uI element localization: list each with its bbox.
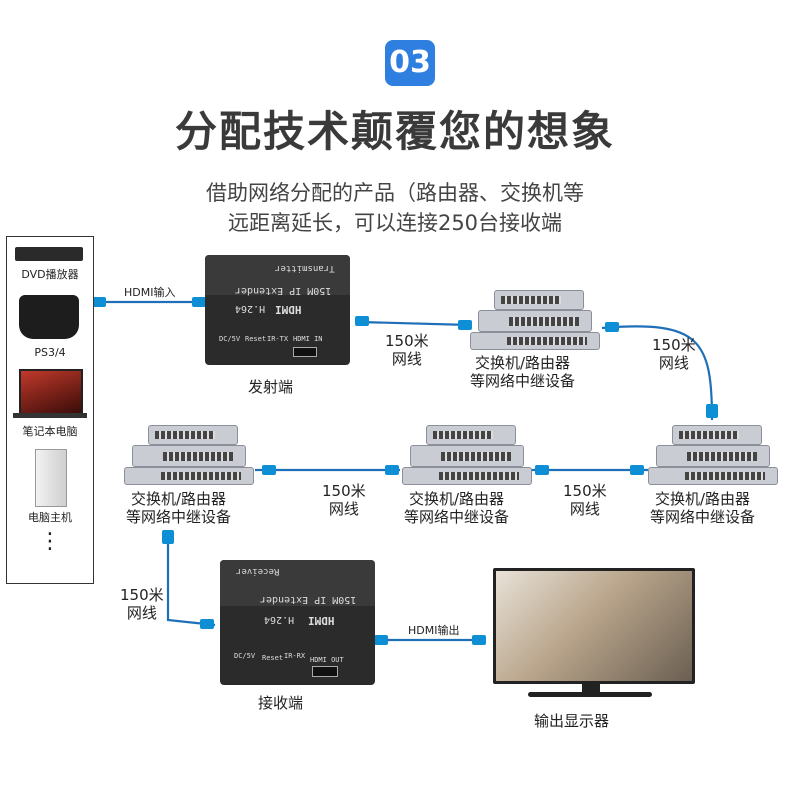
receiver-caption: 接收端 [258,694,304,712]
source-devices-panel: DVD播放器 PS3/4 笔记本电脑 电脑主机 ⋮ [6,236,94,584]
receiver-role-text: Receiver [236,566,280,576]
rj45-plug [262,465,276,475]
port-label: DC/5V [234,652,256,660]
laptop-icon [19,369,83,415]
receiver-brand: HDMI [308,614,335,627]
subtitle-line-2: 远距离延长，可以连接250台接收端 [227,211,563,235]
hdmi-port [293,347,317,357]
receiver-product-text: 150M IP Extender [260,594,357,605]
transmitter-product-text: 150M IP Extender [235,285,332,296]
switch-caption: 交换机/路由器等网络中继设备 [470,354,576,390]
hdmi-port [312,666,338,677]
transmitter-caption: 发射端 [248,378,294,396]
hdmi-input-label: HDMI输入 [124,286,176,299]
source-label: DVD播放器 [21,268,79,281]
rj45-plug [200,619,214,629]
monitor-base [528,692,652,697]
rj45-plug [630,465,644,475]
receiver-model: H.264 [264,614,295,625]
dvd-player-icon [15,247,83,261]
distance-label: 150米网线 [120,586,164,622]
network-switch [402,425,532,485]
hdmi-plug [374,635,388,645]
source-label: PS3/4 [34,346,66,359]
port-label: IR-TX [267,335,289,343]
section-number-badge: 03 [385,40,435,86]
rj45-plug [605,322,619,332]
hdmi-plug [472,635,486,645]
network-switch [648,425,778,485]
distance-label: 150米网线 [322,482,366,518]
distance-label: 150米网线 [652,336,696,372]
transmitter-device: Transmitter 150M IP Extender HDMI H.264 … [205,255,350,365]
port-label: DC/5V [219,335,241,343]
network-switch [124,425,254,485]
lan-cable-switch1-switch2 [601,325,714,421]
lan-cable-tx-switch1 [359,320,471,327]
monitor-caption: 输出显示器 [534,712,610,730]
rj45-plug [706,404,718,418]
rj45-plug [385,465,399,475]
port-label: HDMI IN [293,335,323,343]
page-title: 分配技术颠覆您的想象 [174,107,615,156]
distance-label: 150米网线 [563,482,607,518]
switch-caption: 交换机/路由器等网络中继设备 [126,490,232,526]
more-sources-indicator: ⋮ [39,529,61,554]
port-label: IR-RX [284,652,306,660]
transmitter-brand: HDMI [275,303,302,316]
rj45-plug [355,316,369,326]
game-console-icon [19,295,79,339]
rj45-plug [535,465,549,475]
distance-label: 150米网线 [385,332,429,368]
transmitter-role-text: Transmitter [275,263,335,273]
monitor-stand [582,681,600,693]
transmitter-model: H.264 [235,303,266,314]
source-label: 电脑主机 [28,511,72,524]
network-switch [470,290,600,350]
desktop-tower-icon [35,449,67,507]
switch-caption: 交换机/路由器等网络中继设备 [404,490,510,526]
hdmi-output-label: HDMI输出 [408,624,460,637]
laptop-base [13,413,87,418]
lan-cable-switch4-rx [166,540,216,627]
receiver-device: Receiver 150M IP Extender HDMI H.264 DC/… [220,560,375,685]
port-label: HDMI OUT [310,656,344,664]
rj45-plug [162,530,174,544]
rj45-plug [458,320,472,330]
subtitle-line-1: 借助网络分配的产品（路由器、交换机等 [206,181,584,205]
hdmi-plug [192,297,206,307]
hdmi-plug [92,297,106,307]
switch-caption: 交换机/路由器等网络中继设备 [650,490,756,526]
port-label: Reset [245,335,267,343]
output-monitor [493,568,695,684]
source-label: 笔记本电脑 [22,425,78,438]
port-label: Reset [262,654,284,662]
subtitle: 借助网络分配的产品（路由器、交换机等 远距离延长，可以连接250台接收端 [0,178,790,238]
